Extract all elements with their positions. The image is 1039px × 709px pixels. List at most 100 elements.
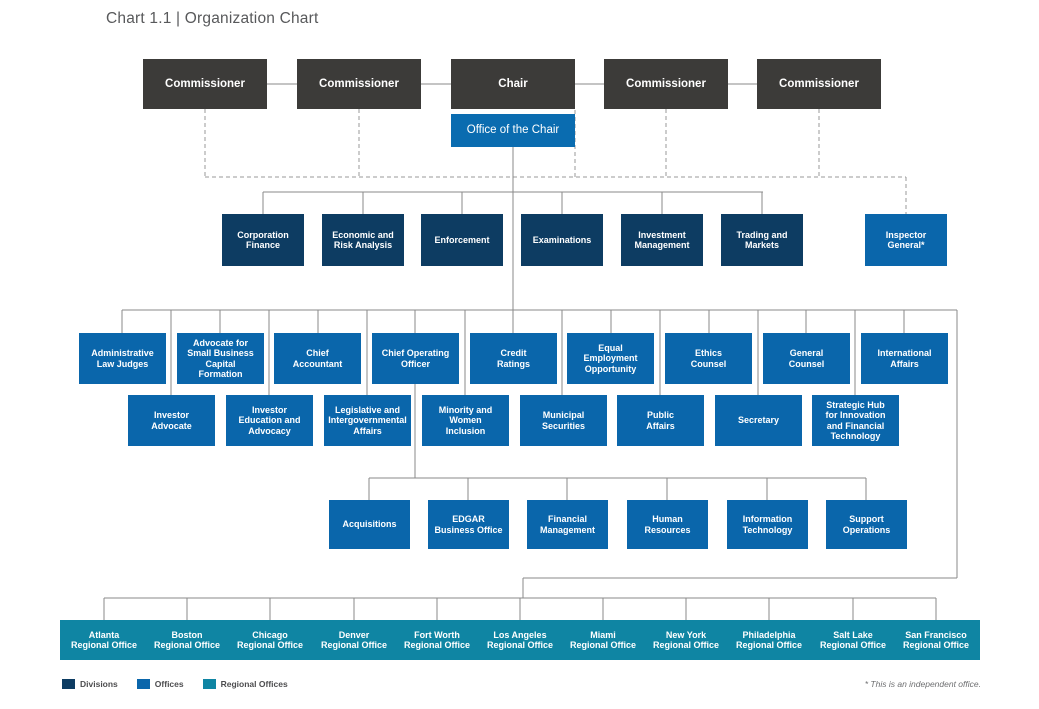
page-title: Chart 1.1 | Organization Chart: [106, 10, 319, 27]
office-of-the-chair-box-office-of-the-chair[interactable]: Office of the Chair: [451, 114, 575, 147]
legend-item-divisions: Divisions: [62, 679, 118, 689]
box-label: Commissioner: [319, 77, 399, 90]
legend-label-divisions: Divisions: [80, 679, 118, 689]
box-label: Enforcement: [434, 234, 490, 245]
legend: Divisions Offices Regional Offices: [62, 679, 302, 689]
legend-label-offices: Offices: [154, 679, 184, 689]
division-box-enforcement[interactable]: Enforcement: [421, 214, 503, 266]
office-box-secretary[interactable]: Secretary: [715, 395, 802, 446]
commission-box-chair[interactable]: Chair: [451, 59, 575, 109]
legend-item-offices: Offices: [136, 679, 184, 689]
legend-swatch-divisions: [62, 679, 75, 689]
legend-label-regional-offices: Regional Offices: [220, 679, 288, 689]
box-label: Examinations: [532, 234, 592, 245]
commission-box-commissioner[interactable]: Commissioner: [143, 59, 267, 109]
box-label: Acquisitions: [342, 519, 397, 530]
box-label: Office of the Chair: [466, 124, 560, 137]
box-label: Commissioner: [165, 77, 245, 90]
office-box-acquisitions[interactable]: Acquisitions: [329, 500, 410, 549]
legend-item-regional-offices: Regional Offices: [202, 679, 288, 689]
footnote: * This is an independent office.: [864, 679, 981, 689]
legend-swatch-regional-offices: [202, 679, 216, 689]
box-label: Chair: [498, 77, 528, 90]
box-label: Commissioner: [779, 77, 859, 90]
commission-box-commissioner[interactable]: Commissioner: [757, 59, 881, 109]
commission-box-commissioner[interactable]: Commissioner: [604, 59, 728, 109]
division-box-examinations[interactable]: Examinations: [521, 214, 603, 266]
commission-box-commissioner[interactable]: Commissioner: [297, 59, 421, 109]
